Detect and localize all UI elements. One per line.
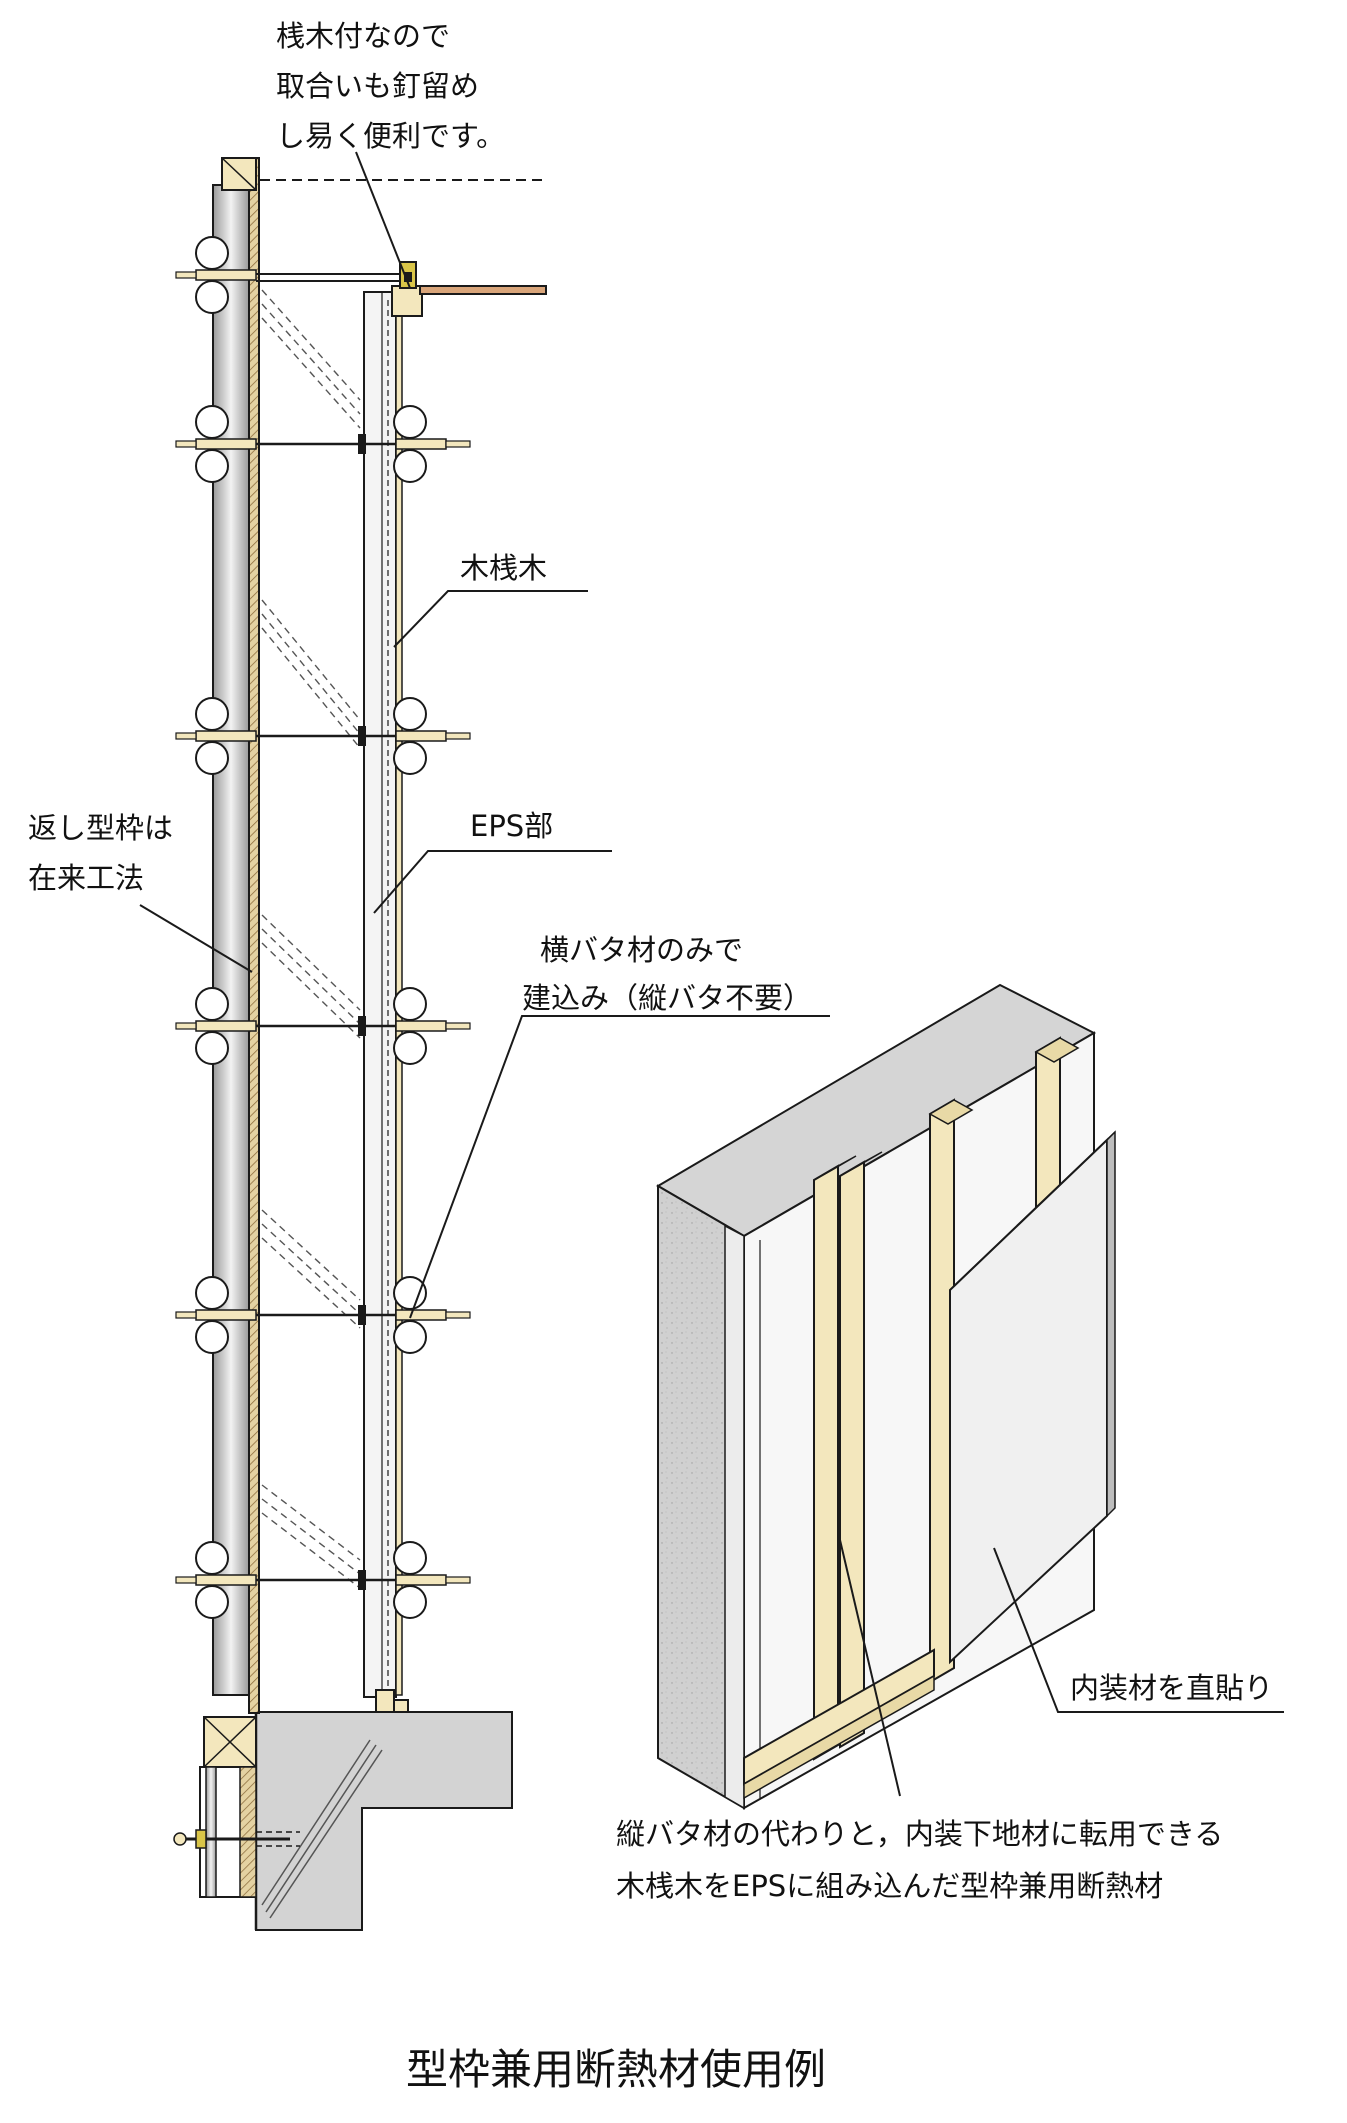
return-formwork-panel bbox=[248, 157, 260, 1714]
vertical-battens bbox=[813, 1036, 1080, 1761]
return-form-line-2: 在来工法 bbox=[28, 861, 144, 895]
horizontal-batten-line-2: 建込み（縦バタ不要） bbox=[522, 981, 812, 1015]
eps-panel bbox=[363, 291, 397, 1698]
top-plate bbox=[419, 285, 547, 295]
wood-cleat-label: 木桟木 bbox=[460, 551, 547, 585]
tie-clamp bbox=[175, 1276, 471, 1354]
tie-clamps bbox=[175, 236, 471, 1619]
tie-clamp bbox=[175, 987, 471, 1065]
annotation-texts: 桟木付なので 取合いも釘留め し易く便利です。 木桟木 EPS部 返し型枠は 在… bbox=[28, 19, 1273, 2094]
separator-hints bbox=[261, 289, 361, 1589]
top-wood-block bbox=[391, 285, 423, 317]
tie-clamp bbox=[175, 697, 471, 775]
tie-clamp bbox=[175, 236, 257, 314]
top-note-line-1: 桟木付なので bbox=[276, 19, 450, 53]
eps-edge bbox=[724, 1224, 745, 1810]
bottom-wood-block bbox=[375, 1689, 395, 1713]
formwork-section bbox=[173, 157, 547, 1931]
leader-lines bbox=[139, 151, 1284, 1797]
figure-caption: 型枠兼用断熱材使用例 bbox=[406, 2045, 826, 2094]
top-note-line-2: 取合いも釘留め bbox=[276, 69, 479, 103]
concrete-slab bbox=[255, 1711, 513, 1931]
tie-clamp bbox=[175, 405, 471, 483]
return-form-line-1: 返し型枠は bbox=[28, 811, 173, 845]
tie-clamp bbox=[175, 1541, 471, 1619]
interior-finish-label: 内装材を直貼り bbox=[1070, 1671, 1273, 1705]
top-note-line-3: し易く便利です。 bbox=[276, 119, 505, 153]
isometric-panel bbox=[656, 983, 1116, 1810]
bottom-note-line-1: 縦バタ材の代わりと，内装下地材に転用できる bbox=[616, 1817, 1223, 1851]
horizontal-batten-line-1: 横バタ材のみで bbox=[540, 933, 743, 967]
bottom-note-line-2: 木桟木をEPSに組み込んだ型枠兼用断熱材 bbox=[616, 1869, 1163, 1903]
eps-label: EPS部 bbox=[470, 809, 553, 843]
